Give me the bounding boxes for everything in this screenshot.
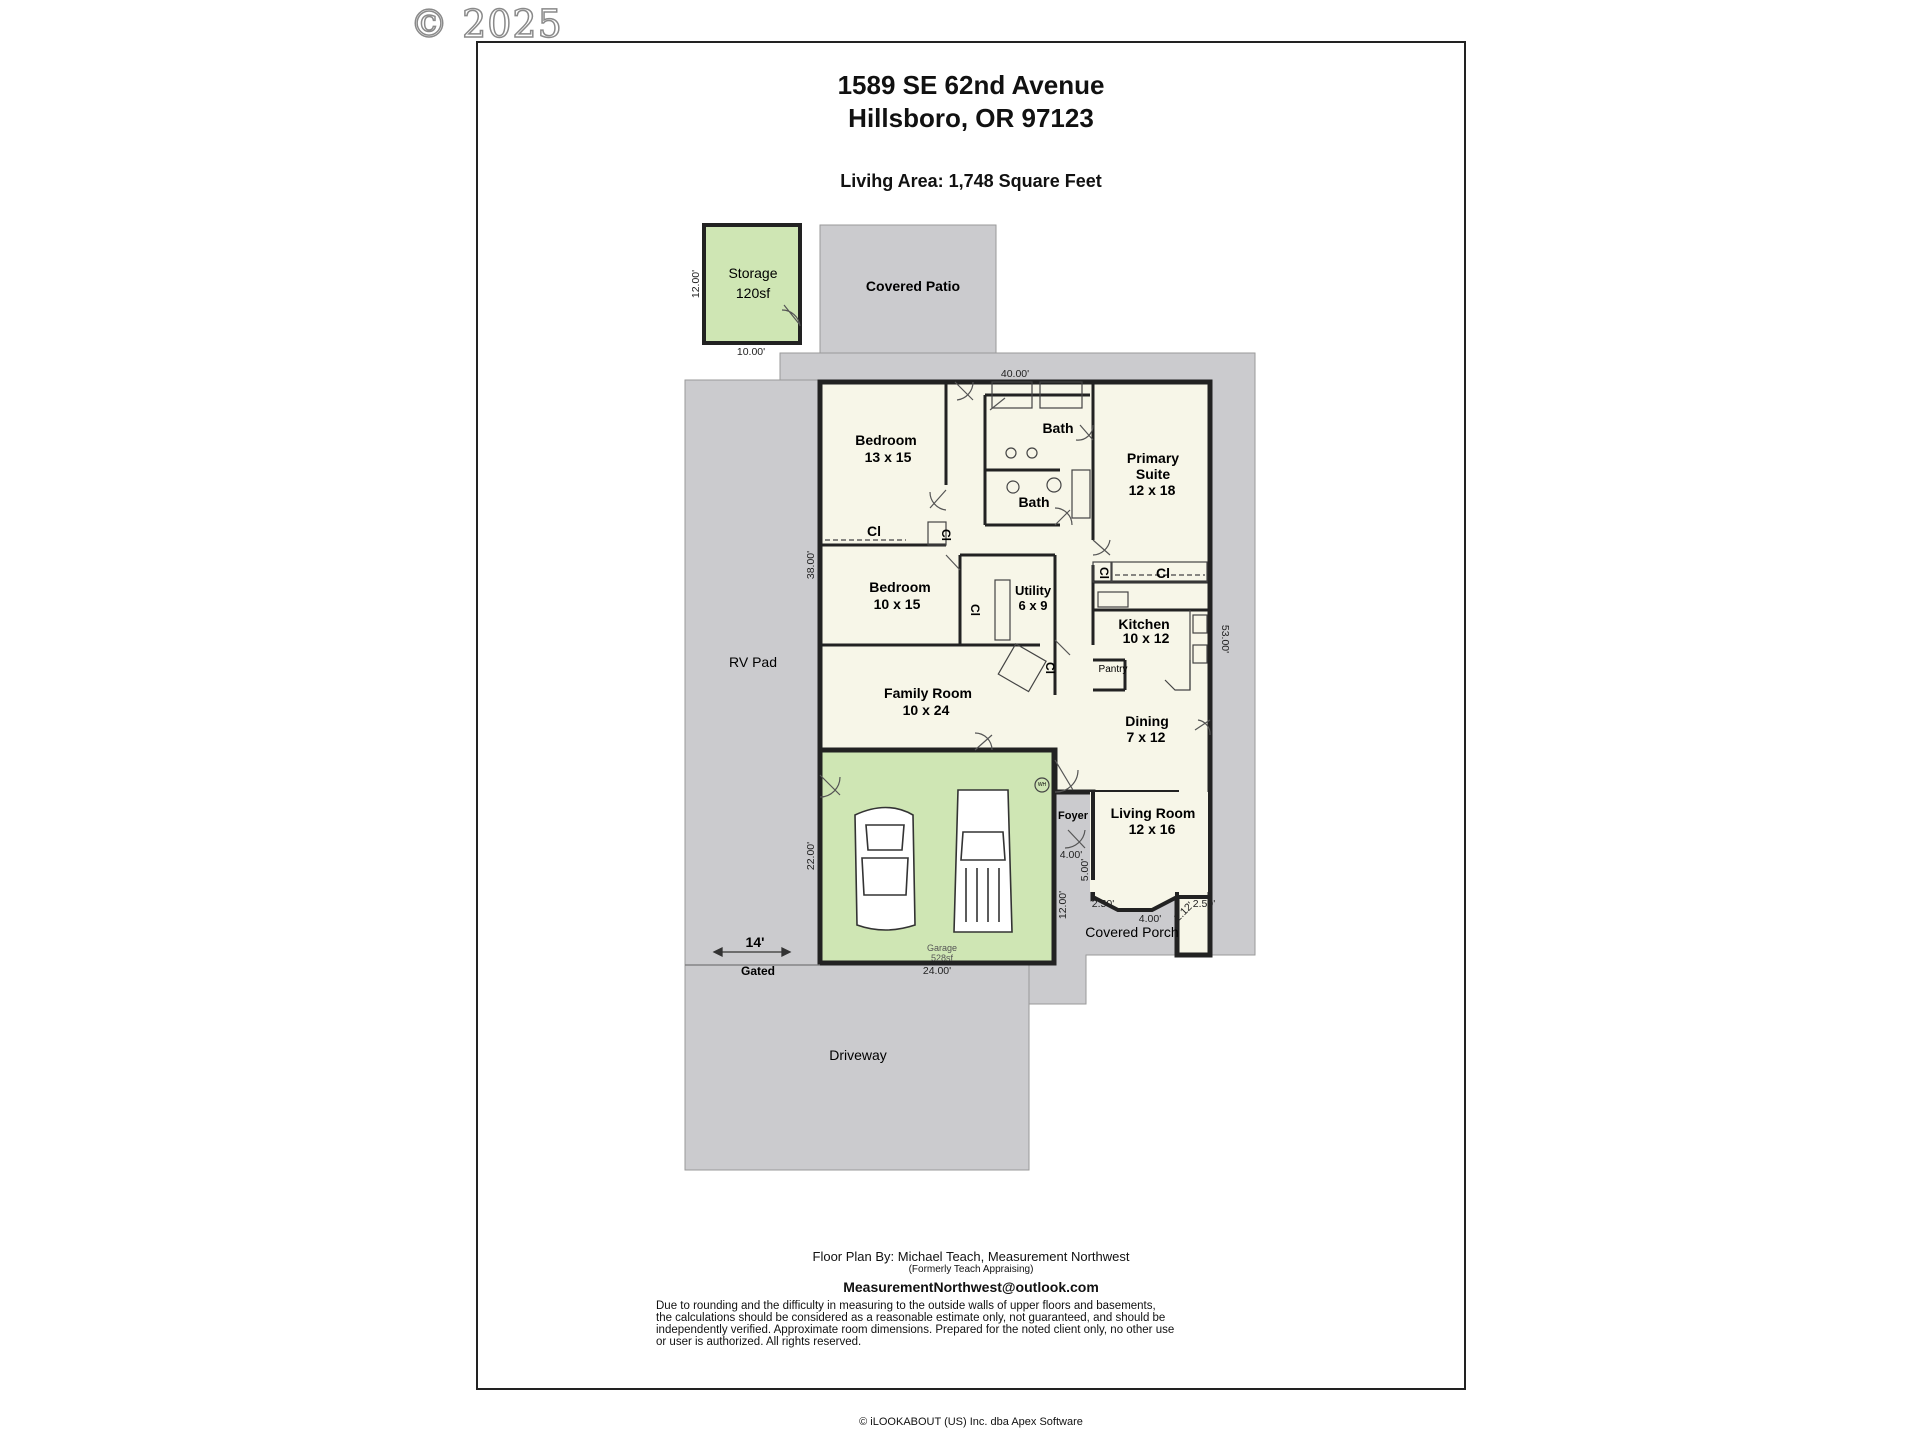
closet-label-primary: Cl — [1156, 565, 1170, 581]
living-room-fill — [1090, 792, 1210, 892]
driveway-area — [684, 964, 1030, 1171]
dining-dims: 7 x 12 — [1127, 729, 1166, 745]
bay-left-dim: 2.50' — [1092, 898, 1114, 910]
dining-name: Dining — [1125, 713, 1169, 729]
car-outline-left — [854, 806, 916, 931]
bath-lower-label: Bath — [1018, 494, 1049, 510]
garage-bottom-dim: 24.00' — [923, 965, 951, 977]
utility-name: Utility — [1015, 583, 1052, 598]
storage-label: Storage — [728, 265, 777, 281]
living-room-dims: 12 x 16 — [1129, 821, 1176, 837]
kitchen-dims: 10 x 12 — [1123, 630, 1170, 646]
primary-suite-line-1: Primary — [1127, 450, 1179, 466]
bay-center-dim: 4.00' — [1139, 913, 1161, 925]
bay-right-dim: 2.50' — [1193, 898, 1215, 910]
pantry-label: Pantry — [1099, 664, 1128, 675]
storage-width-dim: 10.00' — [737, 346, 765, 358]
family-room-dims: 10 x 24 — [903, 702, 950, 718]
entry-width-dim: 4.00' — [1060, 849, 1082, 861]
doors — [819, 381, 1211, 849]
utility-dims: 6 x 9 — [1019, 598, 1048, 613]
bedroom-2-dims: 10 x 15 — [874, 596, 921, 612]
formerly-credit: (Formerly Teach Appraising) — [908, 1264, 1034, 1275]
software-copyright: © iLOOKABOUT (US) Inc. dba Apex Software — [859, 1416, 1083, 1428]
disclaimer-line: Due to rounding and the difficulty in me… — [656, 1300, 1156, 1312]
living-east-wall — [1177, 740, 1212, 899]
fixtures — [825, 381, 1208, 793]
gate-arrow — [685, 946, 820, 966]
address-line-2: Hillsboro, OR 97123 — [848, 103, 1094, 133]
garage-size-label: 528sf — [931, 953, 954, 963]
closet-label-bed1: Cl — [867, 523, 881, 539]
garage-left-dim: 22.00' — [805, 842, 817, 870]
house-right-dim: 53.00' — [1219, 625, 1231, 653]
entry-depth-dim: 5.00' — [1079, 859, 1091, 881]
closet-label-family: Cl — [1043, 662, 1057, 674]
foyer-label: Foyer — [1058, 810, 1089, 822]
bedroom-1-name: Bedroom — [855, 432, 916, 448]
rv-pad-area — [684, 379, 822, 966]
disclaimer-line: the calculations should be considered as… — [656, 1312, 1166, 1324]
bedroom-1-dims: 13 x 15 — [865, 449, 912, 465]
living-area-label: Livihg Area: 1,748 Square Feet — [840, 171, 1102, 191]
storage-shed — [702, 223, 802, 345]
house-left-dim: 38.00' — [805, 551, 817, 579]
rv-pad-label: RV Pad — [729, 654, 777, 670]
primary-suite-line-2: Suite — [1136, 466, 1170, 482]
disclaimer-text: Due to rounding and the difficulty in me… — [656, 1300, 1296, 1348]
gate-width-label: 14' — [746, 934, 765, 950]
storage-height-dim: 12.00' — [690, 270, 702, 298]
covered-patio-label: Covered Patio — [866, 278, 960, 294]
garage-label: Garage — [927, 943, 957, 953]
floor-plan-credit: Floor Plan By: Michael Teach, Measuremen… — [812, 1249, 1130, 1264]
house-top-dim: 40.00' — [1001, 368, 1029, 380]
covered-porch-label: Covered Porch — [1085, 924, 1178, 940]
porch-side-dim: 12.00' — [1057, 891, 1069, 919]
closet-label-linen: Cl — [1097, 567, 1111, 579]
living-room-name: Living Room — [1111, 805, 1196, 821]
family-room-name: Family Room — [884, 685, 972, 701]
disclaimer-line: independently verified. Approximate room… — [656, 1324, 1175, 1336]
closet-label-bed2: Cl — [968, 604, 982, 616]
car-outline-right — [953, 789, 1013, 933]
gated-label: Gated — [741, 964, 775, 978]
driveway-label: Driveway — [829, 1047, 887, 1063]
kitchen-name: Kitchen — [1118, 616, 1169, 632]
bedroom-2-name: Bedroom — [869, 579, 930, 595]
address-line-1: 1589 SE 62nd Avenue — [837, 70, 1105, 100]
bath-upper-label: Bath — [1042, 420, 1073, 436]
storage-door — [781, 304, 801, 327]
primary-suite-dims: 12 x 18 — [1129, 482, 1176, 498]
storage-size-label: 120sf — [736, 285, 770, 301]
closet-label-hall: Cl — [939, 529, 953, 541]
copyright-watermark: © 2025 — [409, 1, 563, 47]
disclaimer-line: or user is authorized. All rights reserv… — [656, 1336, 862, 1348]
contact-email: MeasurementNorthwest@outlook.com — [843, 1279, 1099, 1295]
water-heater-label: WH — [1038, 782, 1047, 788]
